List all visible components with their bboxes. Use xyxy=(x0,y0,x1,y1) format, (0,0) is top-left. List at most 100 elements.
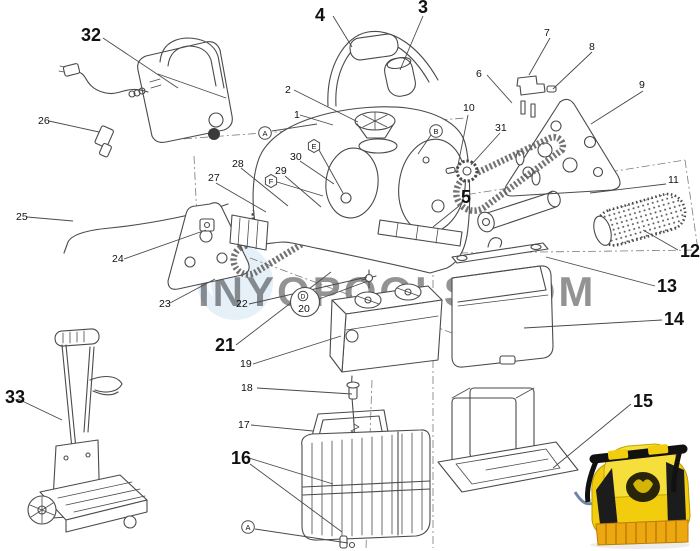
leader-line-29 xyxy=(284,175,322,208)
part-callout-33: 33 xyxy=(5,387,25,407)
leader-line-11 xyxy=(589,183,667,194)
filter-bag-14 xyxy=(451,265,554,368)
part-callout-11: 11 xyxy=(668,174,679,186)
leader-line-28 xyxy=(240,167,289,207)
leader-line-25 xyxy=(26,216,74,222)
part-callout-24: 24 xyxy=(112,253,124,265)
leader-line-16-1 xyxy=(249,463,343,533)
leader-line-32 xyxy=(102,37,179,89)
leader-line-10 xyxy=(456,114,469,171)
leader-line-9 xyxy=(590,90,644,125)
filter-frame-15 xyxy=(437,387,579,493)
letter-marker-hex-E xyxy=(307,138,321,154)
part-callout-30: 30 xyxy=(290,151,302,163)
power-supply-32 xyxy=(58,37,233,143)
letter-leader-B-2 xyxy=(417,134,432,155)
clamp-24 xyxy=(199,218,215,232)
robot-right-panel xyxy=(666,462,686,526)
bottom-vents xyxy=(377,219,463,247)
part-callout-18: 18 xyxy=(241,382,253,394)
fitting-22 xyxy=(361,269,377,289)
power-plug xyxy=(62,63,81,77)
leader-line-24 xyxy=(123,229,207,260)
power-knob xyxy=(208,128,220,140)
part-callout-8: 8 xyxy=(589,41,595,53)
cart-foot xyxy=(123,515,137,529)
main-body-shell xyxy=(229,106,471,274)
left-side-plate-23 xyxy=(167,202,250,290)
letter-leader-A-4 xyxy=(254,528,349,544)
power-cord xyxy=(77,71,149,94)
leader-line-2 xyxy=(293,89,359,123)
leader-line-13 xyxy=(545,256,656,287)
leader-line-6 xyxy=(486,74,513,104)
part-callout-1: 1 xyxy=(294,109,300,121)
part-callout-14: 14 xyxy=(664,309,684,329)
robot-handle-pad-right xyxy=(647,444,669,455)
part-callout-31: 31 xyxy=(495,122,507,134)
callout-layer: 1234567891011121314151617181921222324252… xyxy=(5,0,700,544)
letter-leader-E-1 xyxy=(318,149,344,194)
part-callout-22: 22 xyxy=(236,298,248,310)
roller-11 xyxy=(477,190,561,233)
part-callout-28: 28 xyxy=(232,158,244,170)
leader-line-18 xyxy=(256,387,353,395)
hub-31 xyxy=(445,159,479,183)
brush-12 xyxy=(593,192,687,247)
robot-brush xyxy=(595,519,689,546)
leader-line-15 xyxy=(552,403,632,469)
letter-marker-label-A: A xyxy=(262,129,267,138)
screws-6 xyxy=(520,100,536,118)
part-callout-26: 26 xyxy=(38,115,50,127)
part-callout-23: 23 xyxy=(159,298,171,310)
connector-26 xyxy=(94,125,114,158)
leader-line-26 xyxy=(48,120,100,133)
leader-line-20 xyxy=(318,280,369,300)
leader-line-8 xyxy=(552,51,593,90)
cart-hook xyxy=(89,375,123,393)
leader-line-30 xyxy=(299,160,335,185)
detail-marker-letter-circle xyxy=(297,290,309,302)
part-callout-3: 3 xyxy=(418,0,428,17)
part-callout-19: 19 xyxy=(240,358,252,370)
leader-line-21 xyxy=(235,271,332,346)
detail-marker-number: 20 xyxy=(298,303,310,315)
pump-box-19 xyxy=(329,283,443,373)
leader-line-14 xyxy=(523,319,663,329)
leader-line-1 xyxy=(299,114,334,126)
leader-line-31 xyxy=(470,132,501,166)
letter-marker-circle-A xyxy=(258,126,272,140)
letter-leader-F-3 xyxy=(276,181,324,197)
latch-bar-13 xyxy=(451,237,549,264)
letter-marker-circle-B xyxy=(429,124,443,138)
robot-left-panel xyxy=(596,468,618,528)
part-callout-15: 15 xyxy=(633,391,653,411)
letter-marker-hex-F xyxy=(264,173,278,189)
part-callout-21: 21 xyxy=(215,335,235,355)
leader-line-7 xyxy=(528,37,551,76)
bracket-7 xyxy=(516,75,557,118)
pin-10 xyxy=(445,166,456,174)
letter-leader-A-0 xyxy=(271,123,318,132)
part-callout-6: 6 xyxy=(476,68,482,80)
leader-line-16 xyxy=(248,457,334,485)
part-callout-10: 10 xyxy=(463,102,475,114)
leader-line-17 xyxy=(250,424,314,432)
letter-marker-label-B: B xyxy=(433,127,438,136)
part-callout-27: 27 xyxy=(208,172,220,184)
letter-marker-label-F: F xyxy=(269,177,274,186)
part-callout-9: 9 xyxy=(639,79,645,91)
leader-line-33 xyxy=(17,398,63,421)
caddy-cart-33 xyxy=(27,328,148,533)
robot-brush-stripes xyxy=(605,521,677,544)
robot-handle-strut-right xyxy=(671,449,683,493)
product-photo-robot xyxy=(573,443,691,549)
intake-comb-5 xyxy=(229,214,269,251)
filter-basket-16 xyxy=(301,429,431,549)
part-callout-16: 16 xyxy=(231,448,251,468)
letter-marker-label-E: E xyxy=(311,142,316,151)
part-callout-7: 7 xyxy=(544,27,550,39)
robot-cable xyxy=(573,491,595,506)
